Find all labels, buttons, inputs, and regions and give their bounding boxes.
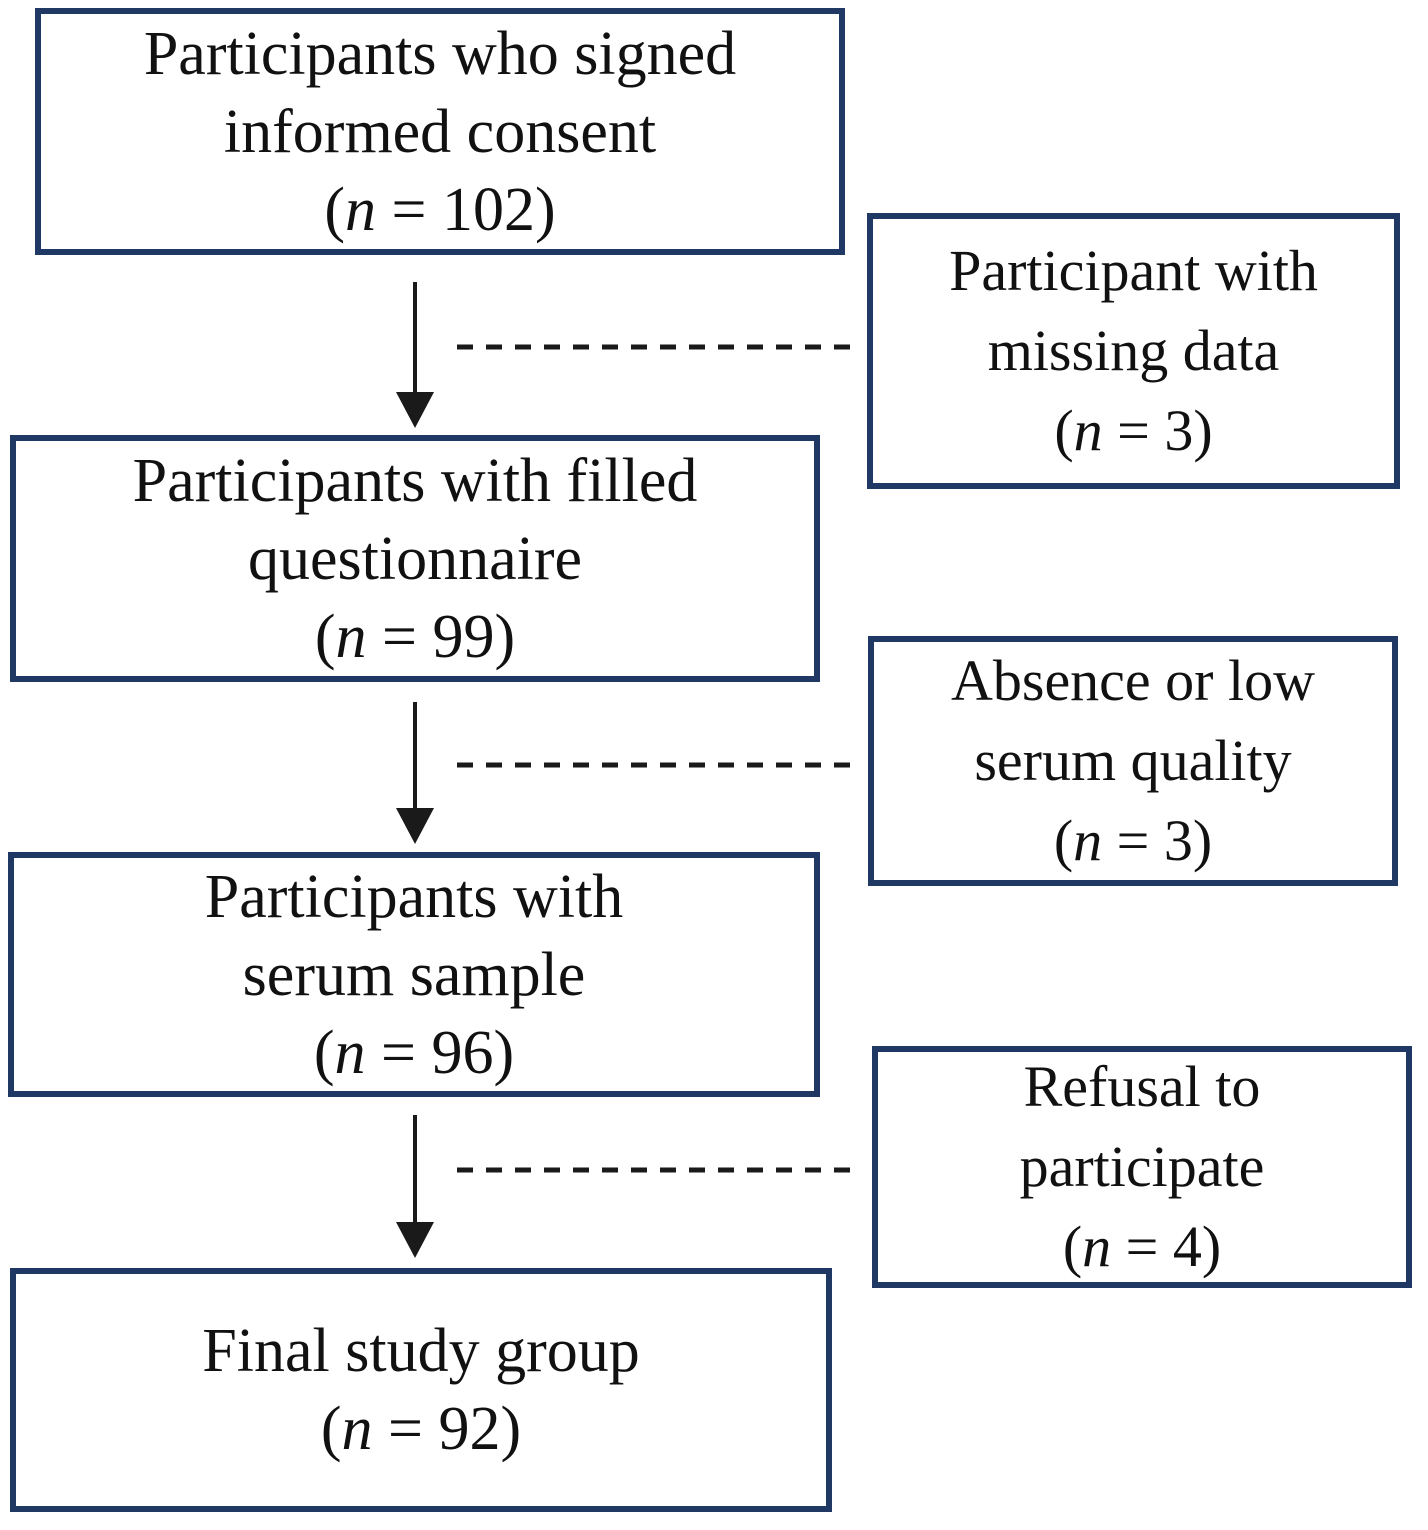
count-open-paren: ( — [1062, 1214, 1083, 1279]
count-n-symbol: n — [1073, 398, 1103, 463]
count-value: = 102) — [376, 175, 556, 244]
count-label: (n = 92) — [321, 1390, 521, 1468]
box-text-line: Participant with — [949, 238, 1318, 303]
count-value: = 4) — [1111, 1214, 1222, 1279]
box-text-line: questionnaire — [247, 524, 582, 593]
box-text-line: Final study group — [202, 1317, 640, 1385]
box-text-line: participate — [1019, 1134, 1265, 1199]
flow-box-signed-consent: Participants who signed informed consent… — [35, 8, 845, 255]
down-arrow-3 — [396, 1115, 434, 1258]
count-open-paren: ( — [1053, 808, 1074, 873]
box-text-line: Participants who signed — [143, 19, 737, 88]
count-open-paren: ( — [1054, 398, 1074, 463]
count-label: (n = 96) — [314, 1014, 514, 1092]
flow-box-final-study-group: Final study group (n = 92) — [10, 1268, 832, 1512]
flow-box-filled-questionnaire: Participants with filled questionnaire (… — [10, 435, 820, 682]
box-text-line: Absence or low — [950, 648, 1315, 713]
count-value: = 3) — [1102, 808, 1213, 873]
count-value: = 96) — [365, 1018, 515, 1087]
exclusion-box-missing-data: Participant with missing data (n = 3) — [867, 213, 1400, 489]
box-text-line: serum sample — [242, 940, 586, 1009]
box-text-line: Participants with filled — [132, 446, 698, 515]
flow-box-serum-sample: Participants with serum sample (n = 96) — [8, 852, 820, 1097]
count-n-symbol: n — [341, 1395, 373, 1463]
exclusion-box-serum-quality: Absence or low serum quality (n = 3) — [868, 636, 1398, 886]
down-arrow-2 — [396, 702, 434, 844]
count-label: (n = 4) — [1063, 1207, 1221, 1287]
count-n-symbol: n — [345, 175, 377, 244]
count-open-paren: ( — [314, 602, 336, 671]
count-open-paren: ( — [320, 1395, 342, 1463]
count-n-symbol: n — [335, 602, 367, 671]
box-text-line: Participants with — [204, 862, 624, 931]
box-text-line: Refusal to — [1023, 1054, 1261, 1119]
box-text-line: serum quality — [974, 728, 1292, 793]
count-n-symbol: n — [1073, 808, 1103, 873]
count-value: = 99) — [366, 602, 516, 671]
exclusion-box-refusal: Refusal to participate (n = 4) — [872, 1046, 1412, 1288]
count-label: (n = 3) — [1054, 391, 1212, 471]
count-label: (n = 99) — [315, 598, 515, 676]
count-open-paren: ( — [313, 1018, 335, 1087]
count-open-paren: ( — [324, 175, 346, 244]
count-value: = 92) — [372, 1395, 522, 1463]
count-n-symbol: n — [334, 1018, 366, 1087]
count-label: (n = 102) — [324, 171, 555, 249]
down-arrow-1 — [396, 282, 434, 428]
count-n-symbol: n — [1082, 1214, 1112, 1279]
count-label: (n = 3) — [1054, 801, 1212, 881]
box-text-line: informed consent — [223, 97, 657, 166]
count-value: = 3) — [1102, 398, 1213, 463]
box-text-line: missing data — [987, 318, 1280, 383]
